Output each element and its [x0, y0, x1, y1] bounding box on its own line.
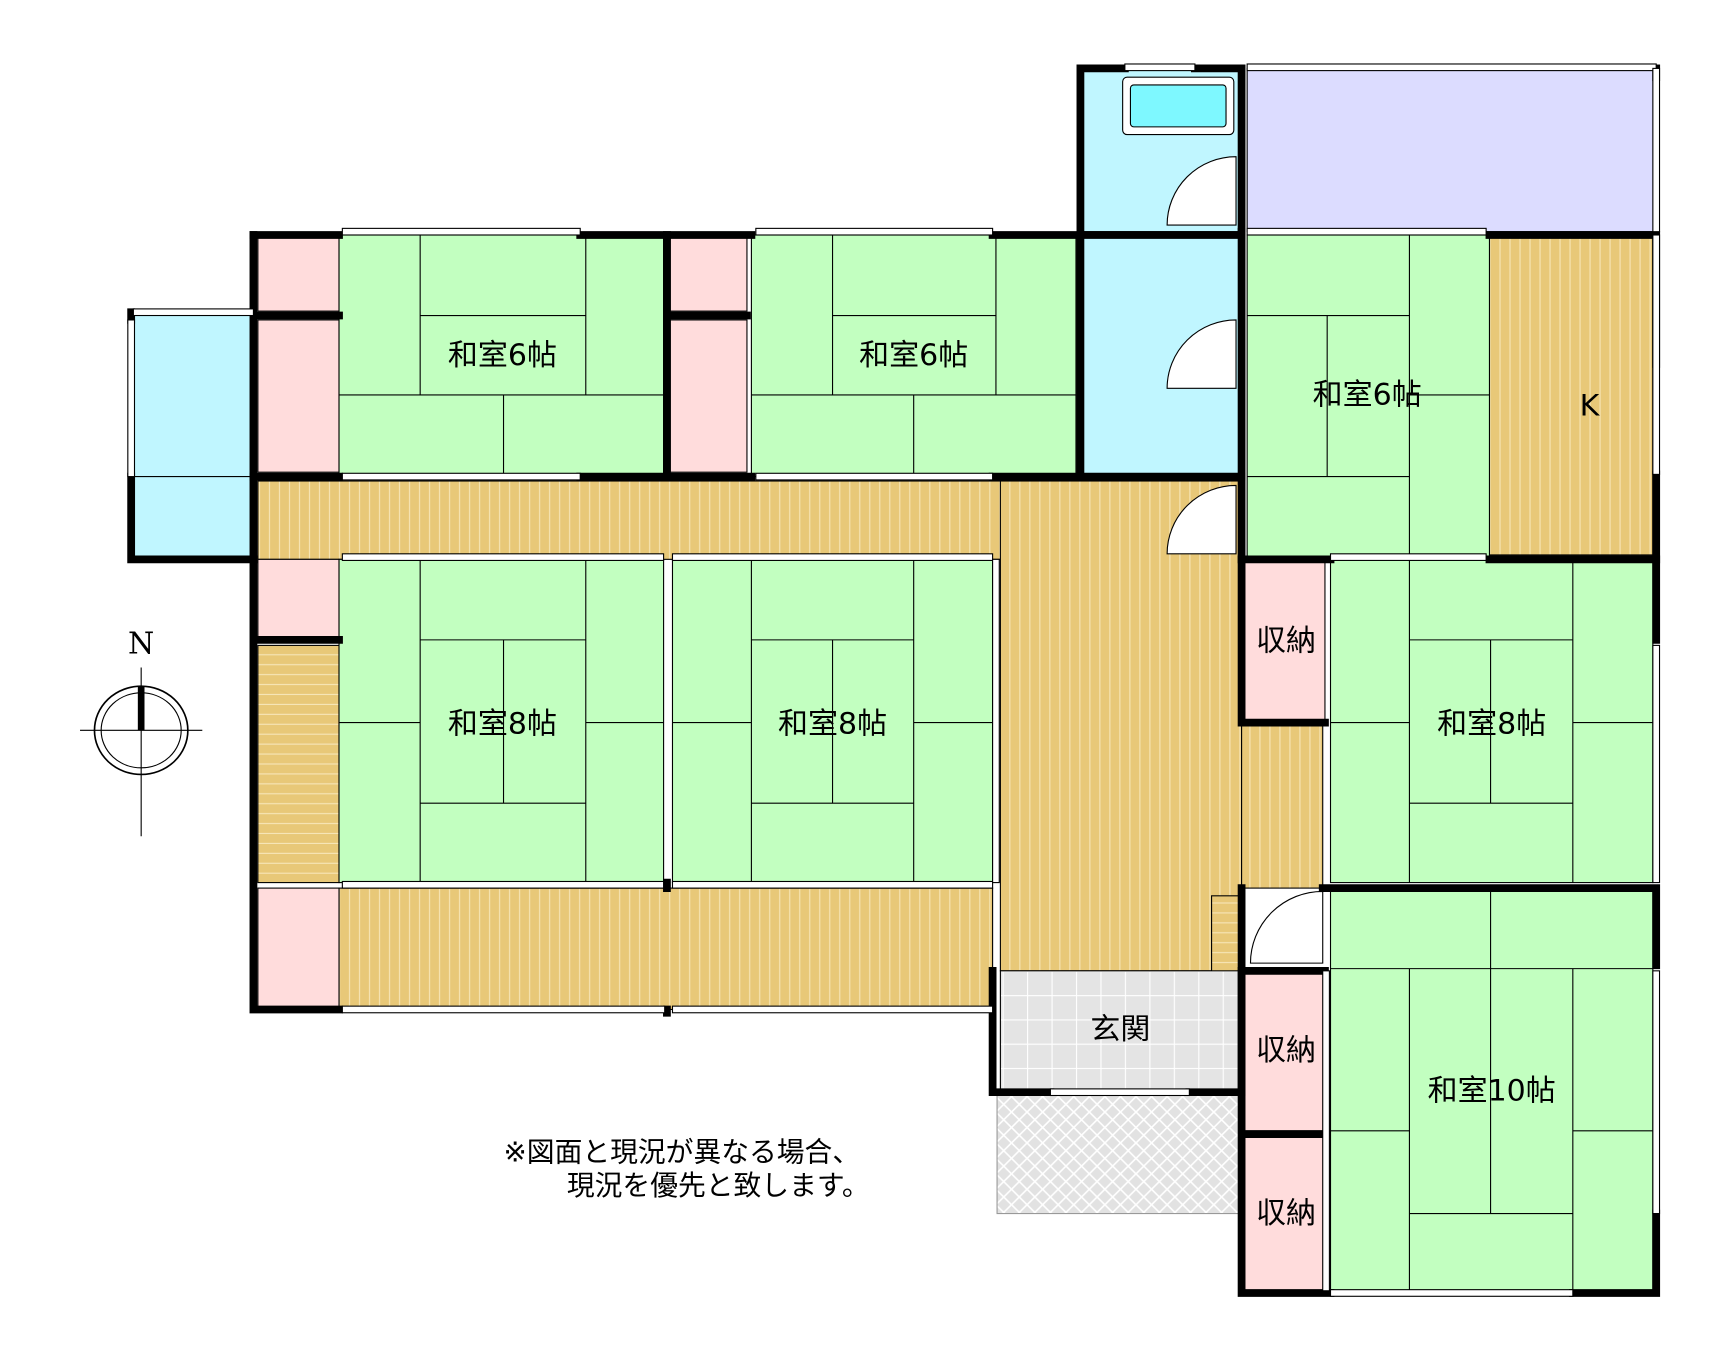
room-label: 和室6帖 — [448, 338, 557, 373]
room-label: 収納 — [1256, 1196, 1316, 1231]
windows — [127, 63, 1661, 1297]
compass-north-label: N — [128, 626, 154, 661]
tatami-room-10 — [1329, 887, 1654, 1294]
hall-extension — [1241, 722, 1324, 889]
room-label: 和室6帖 — [859, 338, 968, 373]
room-label: 収納 — [1256, 1033, 1316, 1068]
tatami-room-6b — [750, 234, 1077, 478]
entrance-floor — [999, 970, 1243, 1093]
walls — [127, 64, 1661, 1297]
room-label: 和室8帖 — [448, 706, 557, 741]
compass-icon: N — [80, 626, 203, 837]
storage-room-lavender — [1246, 67, 1657, 233]
tatami-room-6a — [338, 234, 665, 478]
room-label: 玄関 — [1090, 1012, 1150, 1047]
room-label: K — [1580, 389, 1601, 424]
hall — [999, 480, 1243, 972]
side-veranda — [257, 644, 340, 884]
room-label: 和室8帖 — [1437, 706, 1546, 741]
porch — [996, 1091, 1243, 1215]
kitchen-floor — [1488, 234, 1654, 556]
tatami-room-8a — [338, 558, 665, 884]
room-label: 和室6帖 — [1313, 378, 1422, 413]
room-label: 和室8帖 — [778, 706, 887, 741]
door-swings — [1166, 156, 1324, 964]
room-label: 和室10帖 — [1428, 1074, 1556, 1109]
note-line-1: ※図面と現況が異なる場合、 — [504, 1136, 861, 1169]
bay-window-room — [130, 311, 254, 560]
engawa — [338, 887, 994, 1011]
room-label: 収納 — [1256, 624, 1316, 659]
room-labels: 和室6帖 和室6帖 和室6帖 K 和室8帖 和室8帖 和室8帖 和室10帖 玄関… — [448, 338, 1601, 1231]
tatami-room-8b — [671, 558, 994, 884]
closets — [257, 234, 1326, 1292]
note-line-2: 現況を優先と致します。 — [567, 1169, 870, 1202]
tatami-room-8c — [1329, 558, 1654, 884]
